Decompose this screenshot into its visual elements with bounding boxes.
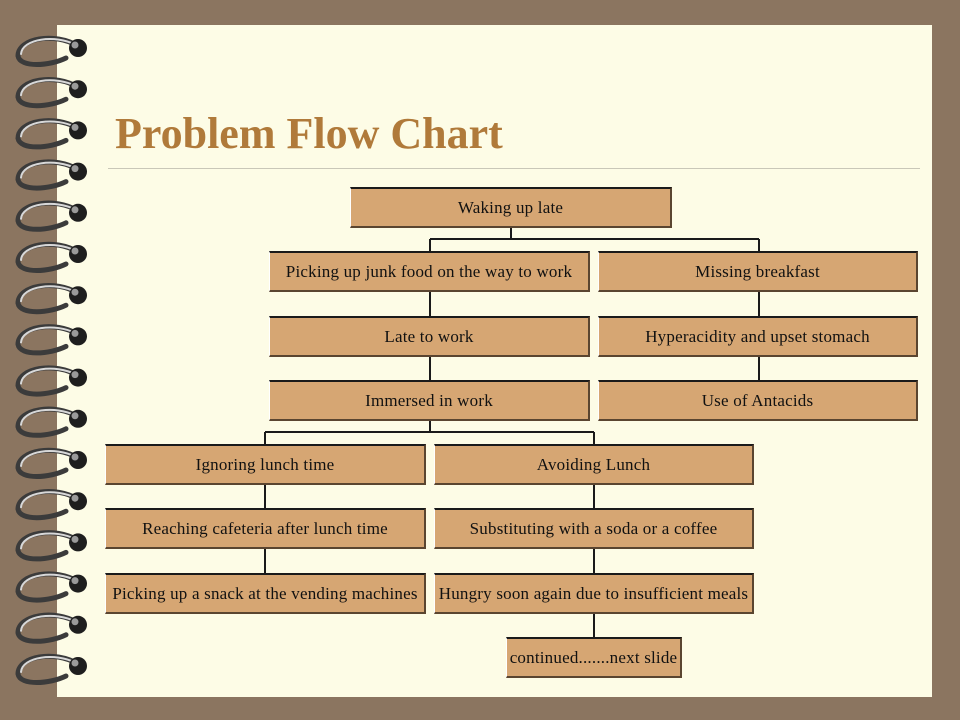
binding-ring-icon (15, 200, 87, 232)
binding-ring-icon (15, 76, 87, 109)
node-immersed-in-work: Immersed in work (269, 380, 590, 421)
node-substituting: Substituting with a soda or a coffee (434, 508, 754, 549)
binding-ring-icon (15, 488, 87, 521)
node-missing-breakfast: Missing breakfast (598, 251, 918, 292)
node-continued: continued.......next slide (506, 637, 682, 678)
binding-ring-icon (15, 118, 87, 150)
node-avoiding-lunch: Avoiding Lunch (434, 444, 754, 485)
binding-ring-icon (15, 159, 87, 191)
binding-ring-icon (15, 447, 87, 479)
title-divider (108, 168, 920, 169)
binding-ring-icon (15, 365, 87, 397)
slide-title: Problem Flow Chart (115, 109, 503, 158)
binding-ring-icon (15, 282, 87, 315)
node-waking-up-late: Waking up late (350, 187, 672, 228)
node-picking-up-junk-food: Picking up junk food on the way to work (269, 251, 590, 292)
binding-ring-icon (15, 35, 87, 67)
binding-ring-icon (15, 324, 87, 356)
node-ignoring-lunch-time: Ignoring lunch time (105, 444, 426, 485)
node-late-to-work: Late to work (269, 316, 590, 357)
spiral-binding-icon (15, 35, 87, 685)
binding-ring-icon (15, 612, 87, 644)
node-reaching-cafeteria: Reaching cafeteria after lunch time (105, 508, 426, 549)
binding-ring-icon (15, 406, 87, 438)
binding-ring-icon (15, 241, 87, 273)
node-hungry-soon: Hungry soon again due to insufficient me… (434, 573, 754, 614)
node-use-of-antacids: Use of Antacids (598, 380, 918, 421)
node-picking-up-snack: Picking up a snack at the vending machin… (105, 573, 426, 614)
binding-ring-icon (15, 530, 87, 562)
binding-ring-icon (15, 571, 87, 603)
binding-ring-icon (15, 653, 87, 685)
node-hyperacidity: Hyperacidity and upset stomach (598, 316, 918, 357)
